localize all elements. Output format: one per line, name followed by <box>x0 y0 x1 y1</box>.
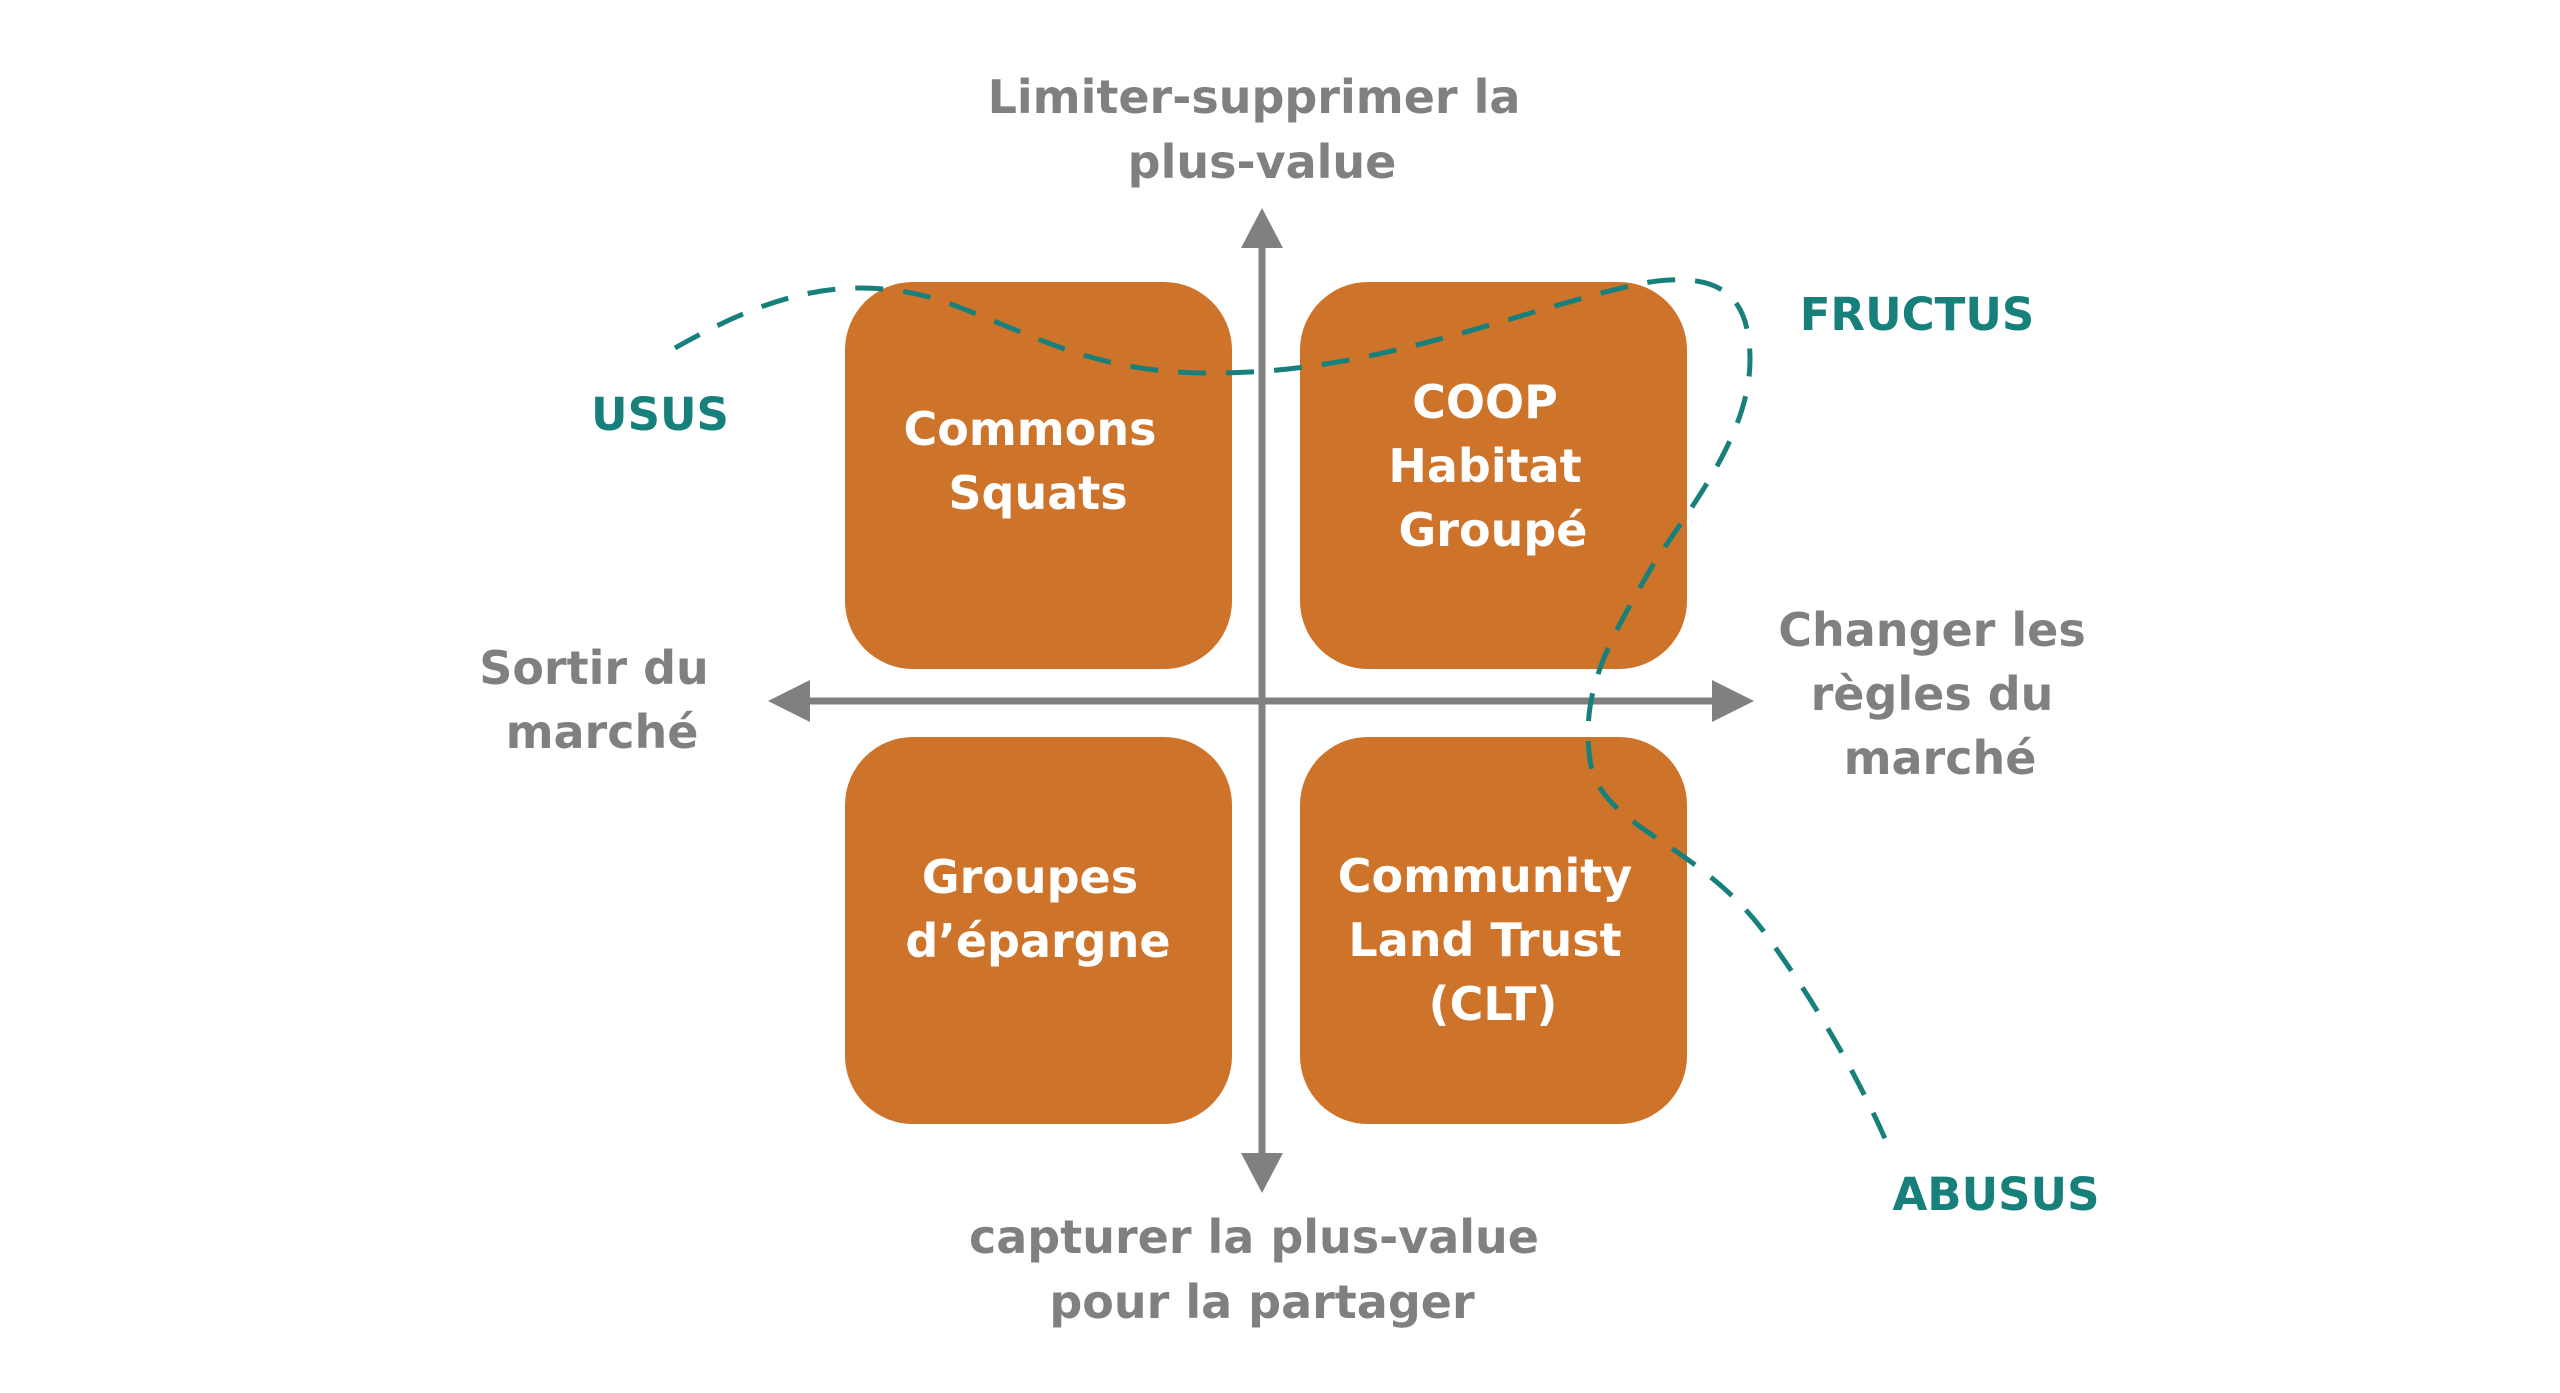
box-label-bottom-left: Groupes d’épargne <box>905 850 1170 968</box>
box-top-right <box>1300 282 1687 669</box>
axis-label-top: Limiter-supprimer la plus-value <box>988 70 1537 189</box>
label-abusus: ABUSUS <box>1892 1168 2099 1221</box>
axis-arrow-left-icon <box>768 680 810 722</box>
box-bottom-right <box>1300 737 1687 1124</box>
label-fructus: FRUCTUS <box>1800 288 2035 341</box>
axis-label-bottom: capturer la plus-value pour la partager <box>969 1210 1555 1329</box>
axis-label-right: Changer les règles du marché <box>1778 603 2101 785</box>
axis-arrow-right-icon <box>1712 680 1754 722</box>
box-label-top-right: COOP Habitat Groupé <box>1388 375 1597 557</box>
axis-arrow-up-icon <box>1241 208 1283 248</box>
axis-arrow-down-icon <box>1241 1153 1283 1193</box>
box-top-left <box>845 282 1232 669</box>
box-bottom-left <box>845 737 1232 1124</box>
axis-label-left: Sortir du marché <box>479 641 725 759</box>
box-label-bottom-right: Community Land Trust (CLT) <box>1338 849 1648 1031</box>
box-label-top-left: Commons Squats <box>904 402 1173 520</box>
usus-fructus-boundary-curve <box>673 277 1893 1151</box>
label-usus: USUS <box>591 388 729 441</box>
